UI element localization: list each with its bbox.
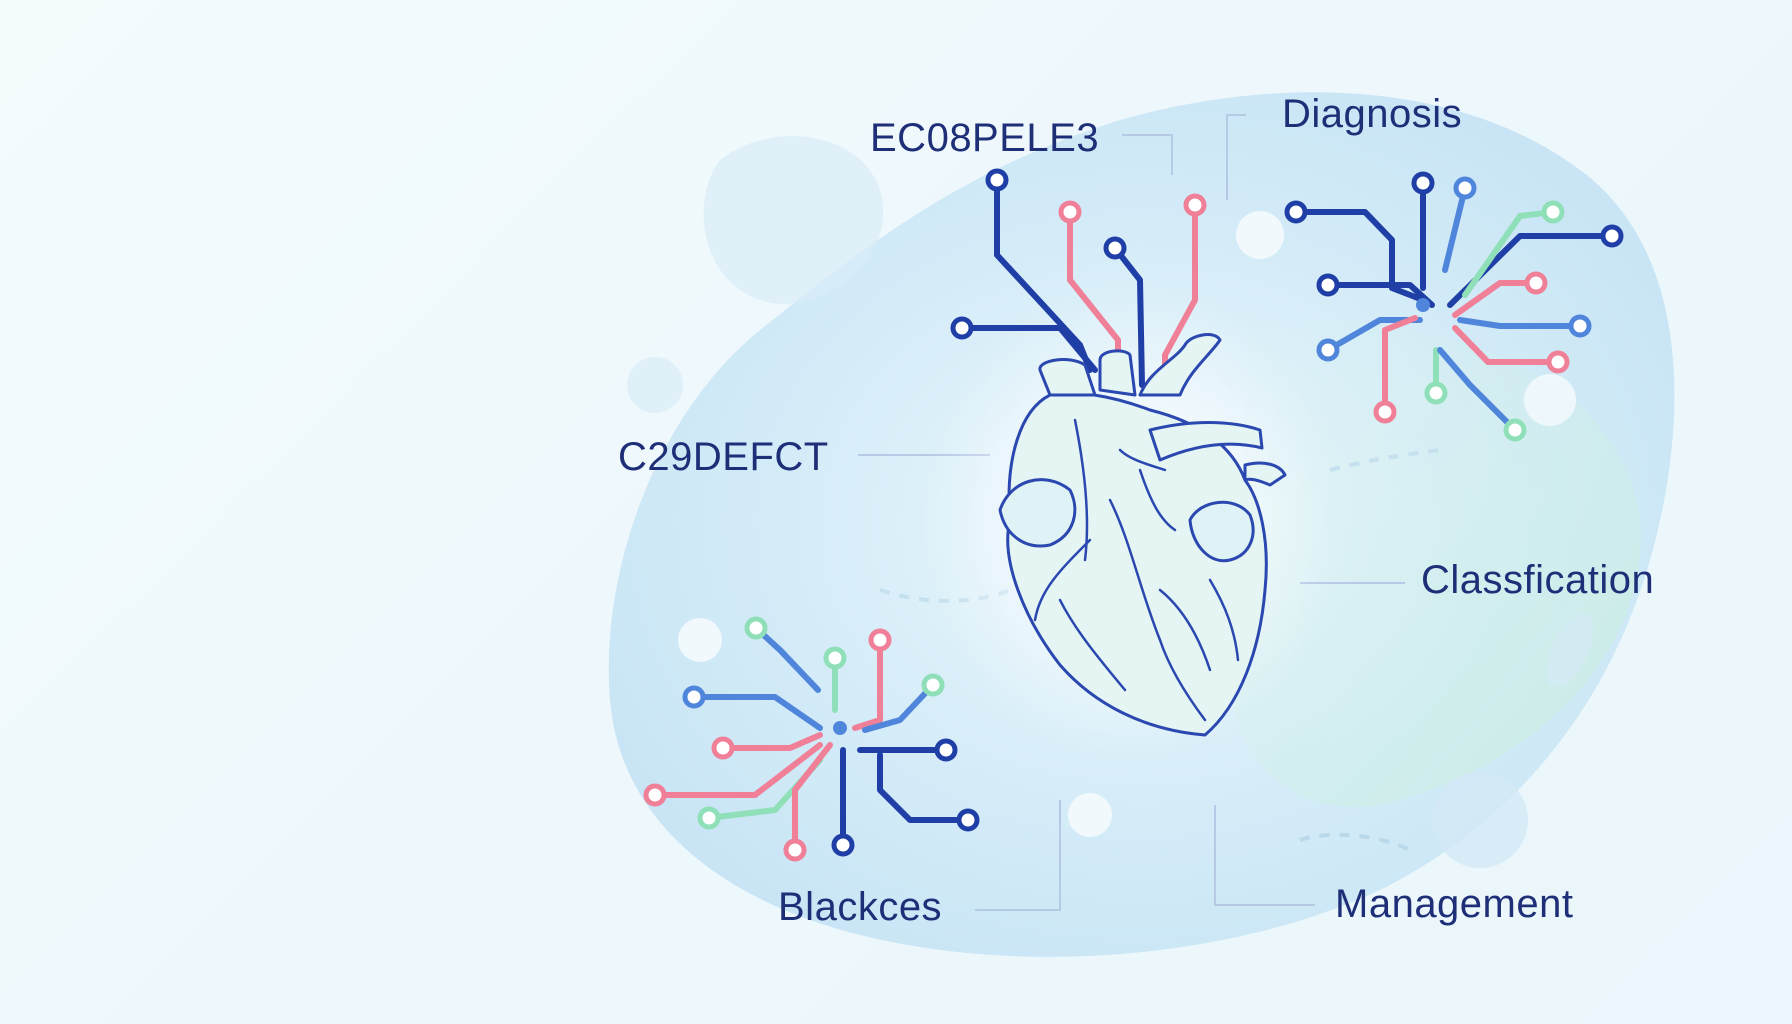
circuit-node-icon: [643, 616, 980, 862]
label-top: EC08PELE3: [870, 116, 1100, 160]
label-bottom-right: Management: [1335, 882, 1574, 926]
label-right: Classfication: [1421, 558, 1655, 602]
heart-icon: [920, 168, 1340, 760]
circuit-node-icon: [1284, 171, 1624, 442]
label-top-right: Diagnosis: [1282, 92, 1463, 136]
label-bottom-left: Blackces: [778, 885, 943, 929]
label-left: C29DEFCT: [618, 435, 829, 479]
